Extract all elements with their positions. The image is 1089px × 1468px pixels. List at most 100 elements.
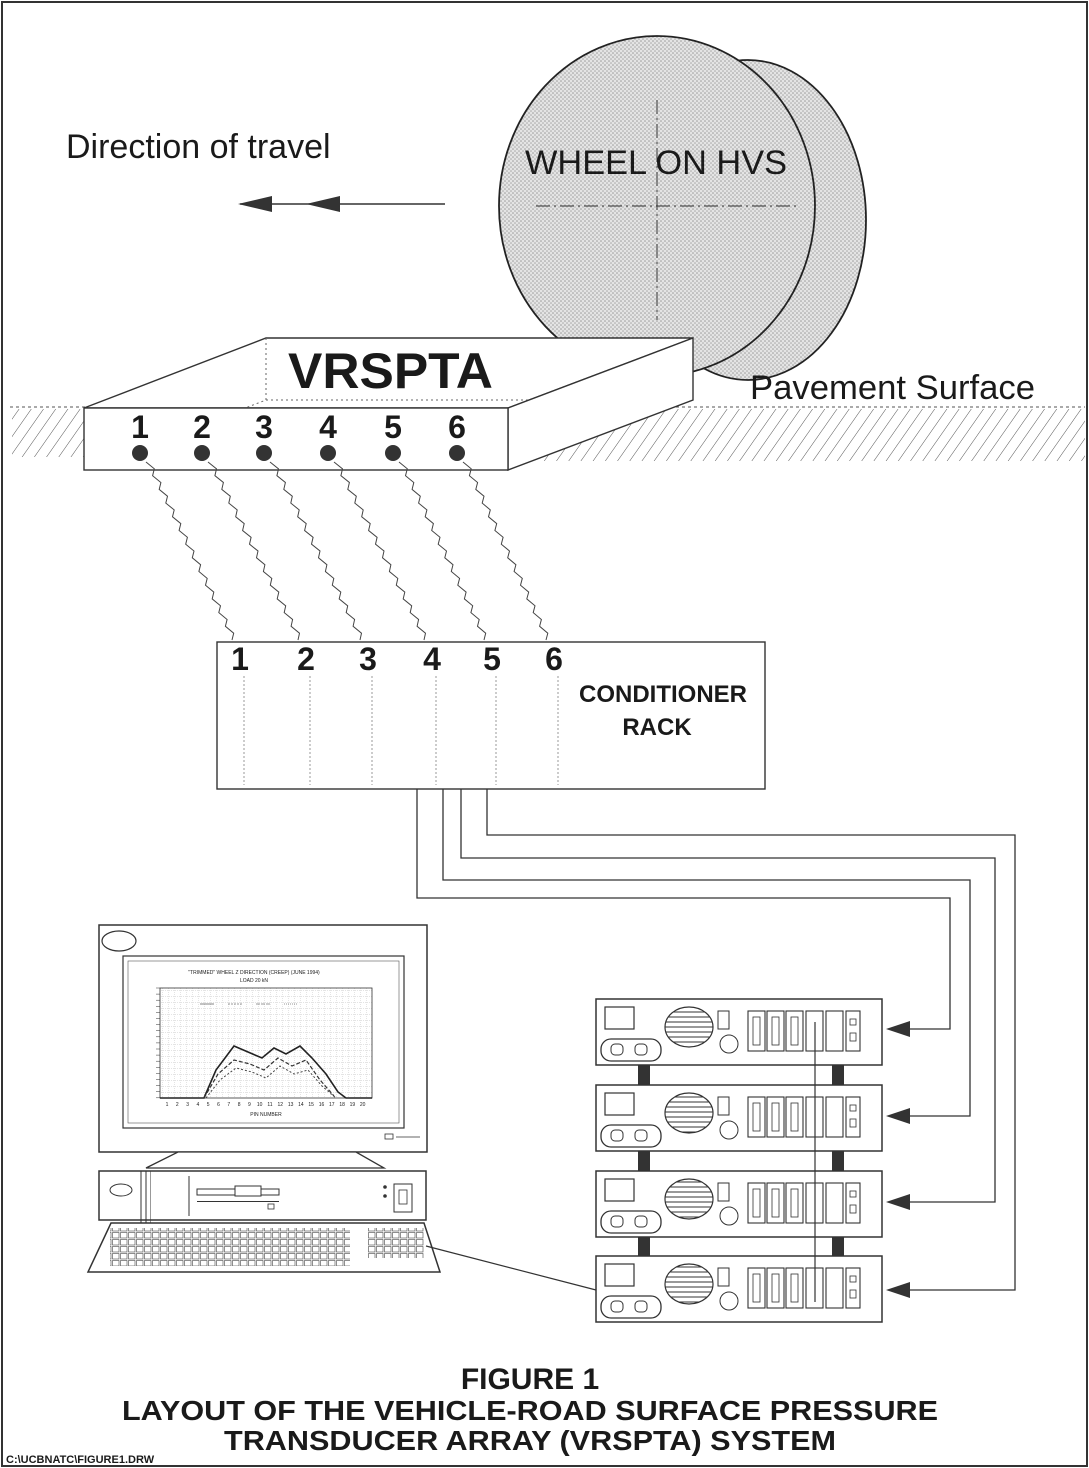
screen-x-tick: 16 <box>319 1102 325 1108</box>
io-slot <box>825 1267 844 1309</box>
io-slot <box>825 1182 844 1224</box>
power-socket-icon <box>634 1215 648 1228</box>
screen-x-tick: 10 <box>257 1102 263 1108</box>
wheel-on-hvs: WHEEL ON HVS <box>498 35 867 381</box>
rack-channel-number: 5 <box>483 641 501 677</box>
monitor-logo-icon <box>101 930 137 952</box>
screen-series-a <box>160 1045 372 1099</box>
rack-channel-number: 3 <box>359 641 377 677</box>
conditioner-rack: CONDITIONER RACK <box>216 641 766 790</box>
stack-spacer <box>638 1237 650 1257</box>
keyboard-keys <box>110 1228 350 1266</box>
rack-label-line1: CONDITIONER <box>579 681 747 708</box>
screen-series-c <box>205 1065 337 1099</box>
direction-arrow-icon <box>238 196 445 212</box>
sensor-dot <box>320 445 336 461</box>
direction-label: Direction of travel <box>66 128 331 166</box>
vrspta-box: VRSPTA <box>83 336 694 472</box>
figure-title-line2: TRANSDUCER ARRAY (VRSPTA) SYSTEM <box>224 1425 836 1456</box>
sensor-number: 3 <box>255 409 273 445</box>
screen-chart: "TRIMMED" WHEEL Z DIRECTION (CREEP) (JUN… <box>156 970 373 1118</box>
figure-title-line1: LAYOUT OF THE VEHICLE-ROAD SURFACE PRESS… <box>122 1395 938 1426</box>
sensor-dot <box>449 445 465 461</box>
sensor-cable <box>333 461 427 641</box>
rack-label-line2: RACK <box>622 714 692 741</box>
fan-grille-icon <box>664 1263 714 1305</box>
sensor-cable <box>145 461 235 641</box>
screen-x-tick: 20 <box>360 1102 366 1108</box>
sensor-number: 2 <box>193 409 211 445</box>
sensor-number: 1 <box>131 409 149 445</box>
sensor-cable <box>207 461 301 641</box>
power-socket-icon <box>634 1129 648 1142</box>
screen-x-tick: 18 <box>339 1102 345 1108</box>
screen-series-b <box>203 1057 335 1099</box>
rack-channel-number: 4 <box>423 641 441 677</box>
computer: "TRIMMED" WHEEL Z DIRECTION (CREEP) (JUN… <box>86 924 597 1291</box>
fan-grille-icon <box>664 1092 714 1134</box>
screen-chart-y-ticks <box>156 987 160 1099</box>
sensor-cable <box>269 461 363 641</box>
screen-x-tick: 5 <box>207 1102 210 1108</box>
screen-x-tick: 1 <box>166 1102 169 1108</box>
fan-grille-icon <box>664 1006 714 1048</box>
sensor-cable <box>462 461 549 641</box>
screen-x-tick: 4 <box>197 1102 200 1108</box>
figure-number: FIGURE 1 <box>461 1363 599 1396</box>
screen-x-tick: 6 <box>217 1102 220 1108</box>
wheel-label: WHEEL ON HVS <box>525 144 787 182</box>
sensor-dot <box>385 445 401 461</box>
screen-x-tick: 8 <box>238 1102 241 1108</box>
sensor-number: 4 <box>319 409 337 445</box>
fan-grille-icon <box>664 1178 714 1220</box>
screen-chart-title: "TRIMMED" WHEEL Z DIRECTION (CREEP) (JUN… <box>188 970 320 976</box>
screen-x-tick: 15 <box>308 1102 314 1108</box>
daq-unit <box>595 1084 883 1152</box>
stack-spacer <box>638 1065 650 1085</box>
computer-to-daq-cable <box>425 1245 597 1291</box>
file-path: C:\UCBNATC\FIGURE1.DRW <box>6 1454 155 1466</box>
daq-unit-stack <box>595 998 883 1323</box>
sensor-cable <box>398 461 487 641</box>
screen-x-tick: 11 <box>267 1102 272 1108</box>
monitor-stand <box>145 1151 387 1169</box>
stack-spacer <box>832 1151 844 1171</box>
daq-unit <box>595 1170 883 1238</box>
screen-x-tick: 13 <box>288 1102 294 1108</box>
screen-x-tick: 9 <box>248 1102 251 1108</box>
power-socket-icon <box>610 1215 624 1228</box>
screen-x-tick: 14 <box>298 1102 304 1108</box>
stack-spacer <box>832 1065 844 1085</box>
screen-chart-subtitle: LOAD 20 kN <box>240 978 268 984</box>
sensor-cables <box>145 461 549 641</box>
power-socket-icon <box>610 1043 624 1056</box>
sensor-number: 5 <box>384 409 402 445</box>
sensor-dot <box>256 445 272 461</box>
power-socket-icon <box>610 1129 624 1142</box>
screen-x-tick: 3 <box>186 1102 189 1108</box>
io-slot <box>825 1010 844 1052</box>
io-slot <box>825 1096 844 1138</box>
keypad-keys <box>368 1228 424 1258</box>
power-socket-icon <box>634 1043 648 1056</box>
daq-unit <box>595 1255 883 1323</box>
stack-spacer <box>832 1237 844 1257</box>
sensor-dot <box>132 445 148 461</box>
floppy-drive <box>197 1201 279 1202</box>
screen-x-tick: 2 <box>176 1102 179 1108</box>
pavement-label: Pavement Surface <box>750 369 1035 407</box>
stack-spacer <box>638 1151 650 1171</box>
screen-x-tick: 19 <box>350 1102 356 1108</box>
screen-x-tick: 12 <box>278 1102 284 1108</box>
sensor-number: 6 <box>448 409 466 445</box>
rack-channel-number: 1 <box>231 641 249 677</box>
power-socket-icon <box>610 1300 624 1313</box>
screen-x-tick: 17 <box>329 1102 335 1108</box>
rack-channel-number: 6 <box>545 641 563 677</box>
rack-to-unit-cables <box>416 789 1016 1298</box>
sensor-dot <box>194 445 210 461</box>
sensor-numbers: 1 2 3 4 5 6 <box>131 409 466 445</box>
